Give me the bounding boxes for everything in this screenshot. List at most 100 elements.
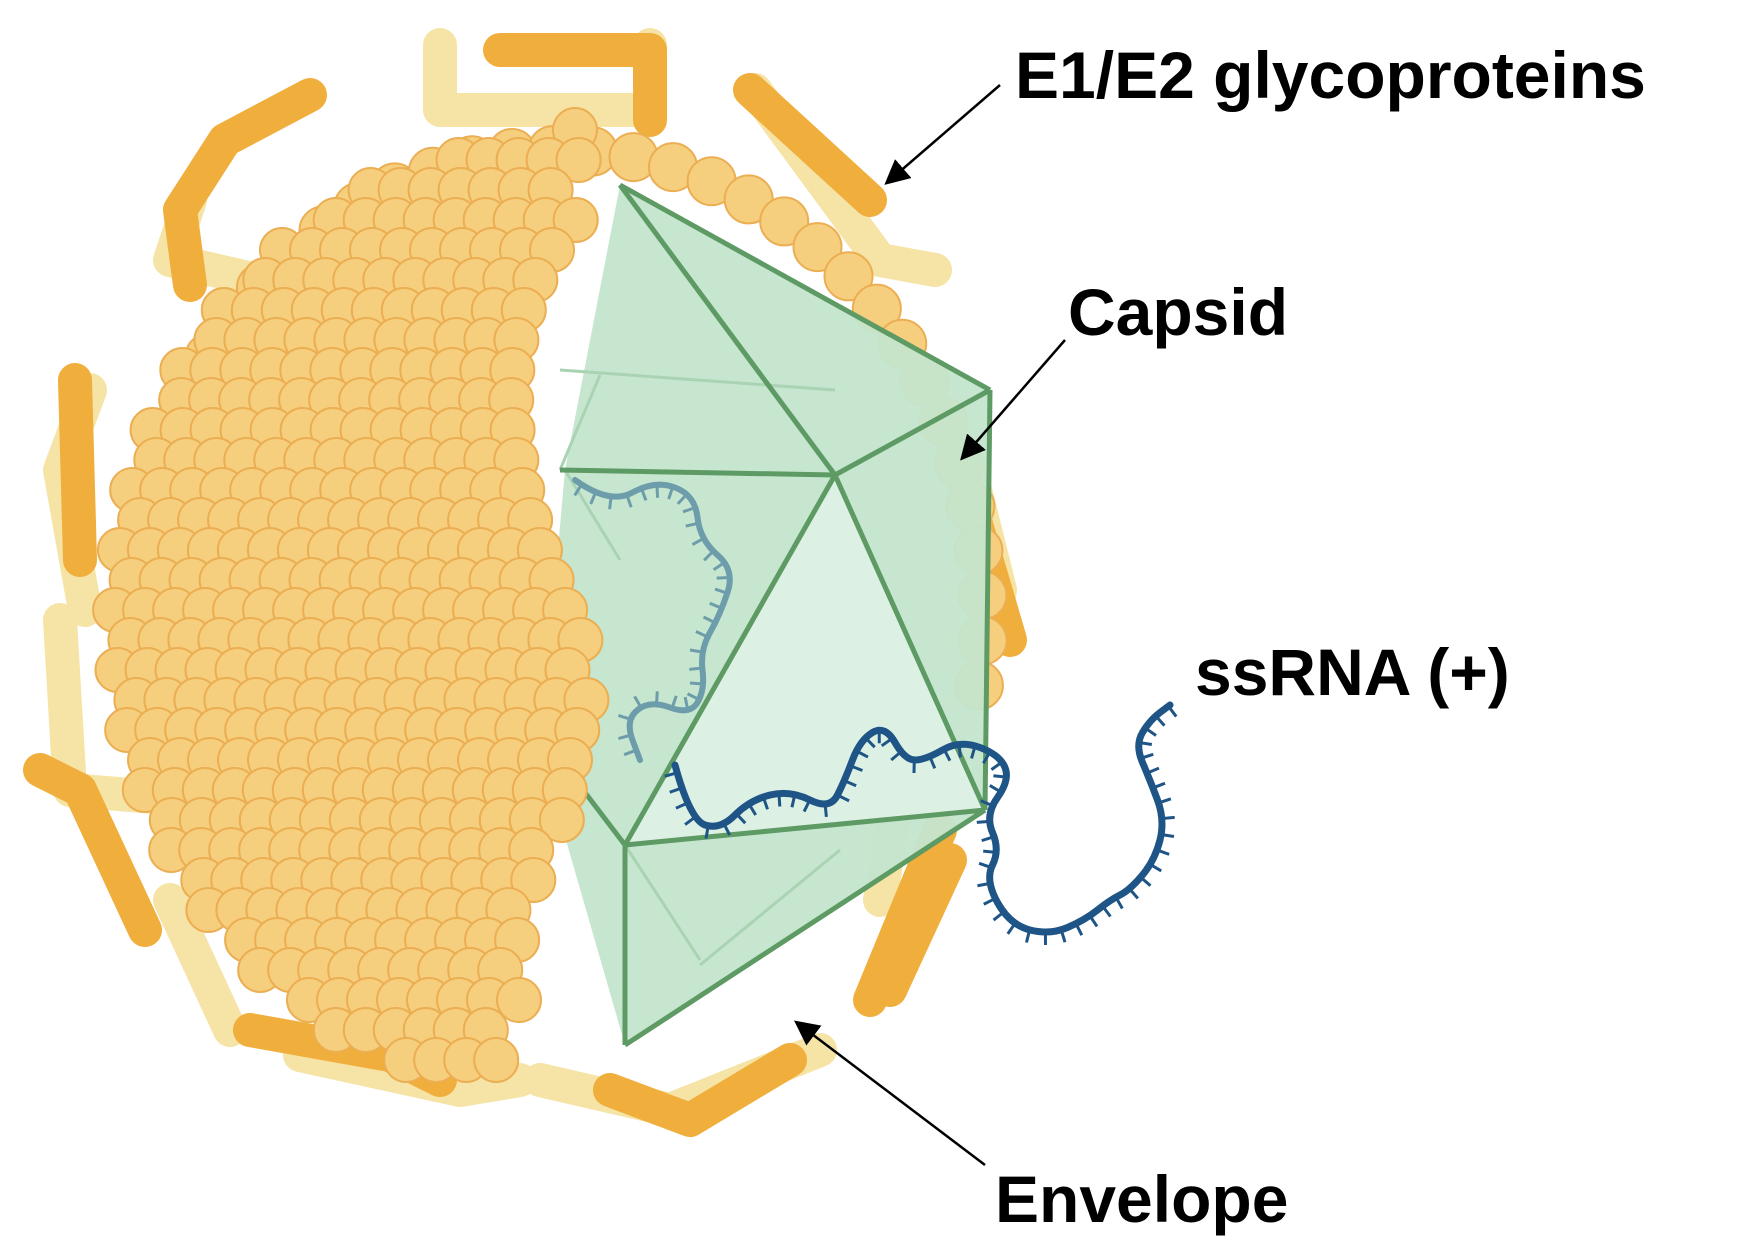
rna-base-tick (978, 861, 992, 870)
rna-base-tick (1156, 848, 1170, 856)
rna-base-tick (942, 748, 952, 762)
rna-backbone (671, 701, 1174, 936)
rna-base-tick (702, 615, 716, 625)
rna-base-tick (655, 484, 660, 498)
rna-base-tick (686, 692, 700, 701)
rna-base-tick (703, 550, 715, 562)
rna-base-tick (864, 736, 876, 749)
label-ssrna: ssRNA (+) (1195, 635, 1510, 709)
rna-base-tick (691, 536, 705, 546)
rna-base-tick (1146, 766, 1160, 775)
rna-base-tick (1101, 905, 1112, 918)
rna-base-tick (633, 695, 643, 709)
rna-base-tick (1161, 815, 1175, 821)
arrow-envelope (794, 1020, 986, 1166)
rna-base-tick (977, 881, 991, 888)
capsid-faint-edges (558, 368, 841, 967)
rna-base-tick (684, 815, 697, 826)
rna-base-tick (640, 487, 648, 501)
rna-base-tick (928, 755, 937, 769)
rna-base-tick (676, 493, 688, 505)
ssrna-strand-faded (572, 477, 733, 763)
rna-base-tick (623, 748, 637, 757)
ssrna-strand (664, 701, 1178, 946)
rna-base-tick (675, 801, 689, 810)
rna-base-tick (849, 764, 863, 772)
rna-base-tick (683, 696, 690, 711)
rna-base-tick (1088, 914, 1099, 928)
rna-base-tick (625, 494, 633, 508)
rna-base-tick (712, 561, 726, 572)
rna-base-tick (1154, 714, 1166, 727)
rna-base-tick (802, 799, 812, 813)
lipid-circle (759, 196, 810, 247)
rna-base-tick (667, 486, 675, 500)
rna-base-tick (1114, 896, 1124, 910)
rna-base-tick (1149, 863, 1163, 873)
rna-base-tick (704, 825, 710, 839)
rna-base-tick (1138, 741, 1153, 746)
rna-base-tick (981, 835, 995, 843)
rna-base-tick (689, 666, 703, 671)
rna-base-tick (855, 749, 869, 759)
rna-base-tick (982, 751, 992, 765)
rna-base-tick (843, 779, 857, 788)
lipid-circle (496, 977, 542, 1023)
rna-base-tick (970, 745, 977, 759)
rna-base-tick (1074, 922, 1084, 936)
label-capsid: Capsid (1068, 275, 1288, 349)
rna-base-tick (1140, 752, 1154, 760)
rna-base-tick (685, 521, 699, 528)
rna-base-tick (880, 737, 894, 748)
rna-base-tick (1139, 876, 1152, 887)
rna-base-tick (669, 786, 683, 794)
capsid-light-face (625, 475, 985, 845)
rna-base-tick (992, 910, 1005, 922)
rna-base-tick (695, 630, 709, 639)
lipid-circle (538, 797, 585, 843)
rna-base-tick (1128, 887, 1139, 900)
rna-base-tick (976, 819, 990, 824)
lipid-circle (792, 222, 843, 273)
rna-base-tick (790, 794, 797, 808)
rna-base-tick (1152, 781, 1166, 790)
rna-base-tick (655, 691, 659, 705)
lipid-circle (510, 857, 557, 903)
arrow-capsid (960, 339, 1066, 461)
rna-base-tick (761, 796, 769, 810)
rna-base-tick (1059, 929, 1067, 943)
rna-base-tick (747, 803, 757, 816)
rna-base-tick (617, 733, 632, 741)
rna-base-tick (823, 803, 828, 818)
rna-base-tick (980, 799, 994, 808)
rna-base-tick (1144, 726, 1157, 737)
rna-base-tick (664, 771, 678, 778)
rna-base-tick (983, 849, 997, 854)
rna-base-tick (722, 822, 732, 836)
rna-base-tick (689, 681, 704, 686)
rna-base-tick (714, 587, 728, 595)
rna-base-tick (589, 491, 598, 505)
rna-base-tick (573, 483, 583, 497)
rna-base-tick (1160, 833, 1175, 838)
rna-base-tick (990, 760, 1003, 771)
rna-base-tick (777, 793, 782, 807)
rna-base-tick (983, 897, 997, 906)
rna-base-tick (1024, 929, 1032, 943)
rna-backbone (572, 477, 733, 763)
rna-base-tick (608, 496, 613, 510)
rna-base-tick (1158, 797, 1172, 805)
rna-base-tick (957, 744, 962, 758)
rna-base-tick (836, 793, 850, 803)
rna-base-tick (735, 812, 747, 825)
callout-arrows (794, 84, 1066, 1166)
rna-base-tick (1006, 922, 1017, 935)
rna-base-tick (682, 506, 696, 514)
rna-base-tick (670, 695, 678, 709)
rna-base-tick (709, 601, 723, 610)
label-glycoproteins: E1/E2 glycoproteins (1015, 38, 1646, 112)
rna-base-tick (890, 750, 903, 762)
rna-base-tick (989, 784, 1002, 794)
rna-base-tick (716, 575, 730, 580)
